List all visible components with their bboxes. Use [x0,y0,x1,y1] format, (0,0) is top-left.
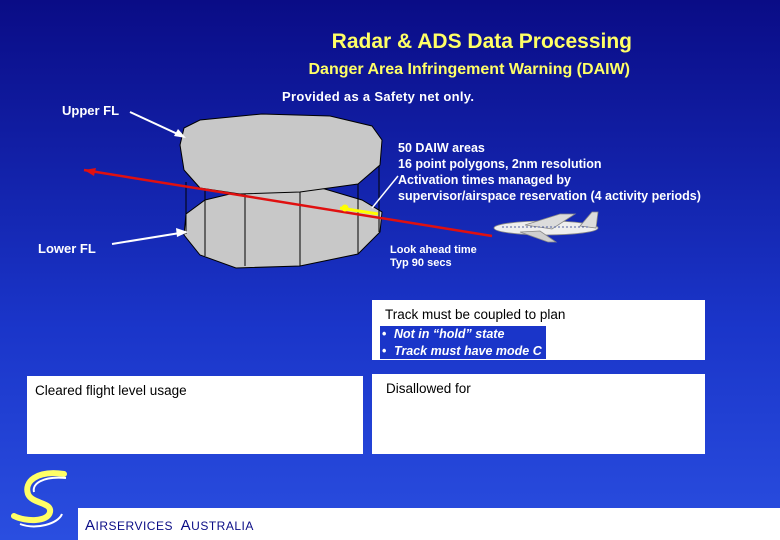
upper-fl-polygon [180,114,382,194]
disallowed-list: Offline defined SSR codes Defined callsi… [380,400,595,450]
aircraft-icon [494,212,598,242]
disallowed-heading: Disallowed for [386,381,471,396]
lower-fl-polygon [184,187,382,268]
footer-brand: AIRSERVICES AUSTRALIA [85,517,254,534]
coupled-item: Not in “hold” state [380,326,542,343]
areas-info-line: Activation times managed by [398,172,701,188]
coupled-item: Track must have mode C [380,343,542,360]
lookahead-line: Look ahead time [390,244,477,257]
lookahead-info: Look ahead time Typ 90 secs [390,244,477,270]
disallowed-item: Defined callsigns [380,417,595,434]
cfl-list: Use CFL as cap, unless rate of climb/des… [32,401,282,451]
lookahead-line: Typ 90 secs [390,257,477,270]
areas-info: 50 DAIW areas 16 point polygons, 2nm res… [398,140,701,204]
upper-fl-label: Upper FL [62,103,119,118]
cfl-item: Use CFL as cap, unless rate of climb/des… [32,401,282,451]
disallowed-item: Supervisor Selected workstations [380,433,595,450]
disallowed-item: Offline defined SSR codes [380,400,595,417]
coupled-list: Not in “hold” state Track must have mode… [380,326,546,359]
areas-info-line: 16 point polygons, 2nm resolution [398,156,701,172]
coupled-heading: Track must be coupled to plan [385,307,565,322]
lower-fl-label: Lower FL [38,241,96,256]
airservices-logo-icon [6,464,76,534]
infringement-point [342,205,349,212]
areas-info-line: 50 DAIW areas [398,140,701,156]
cfl-heading: Cleared flight level usage [35,383,187,398]
areas-info-line: supervisor/airspace reservation (4 activ… [398,188,701,204]
